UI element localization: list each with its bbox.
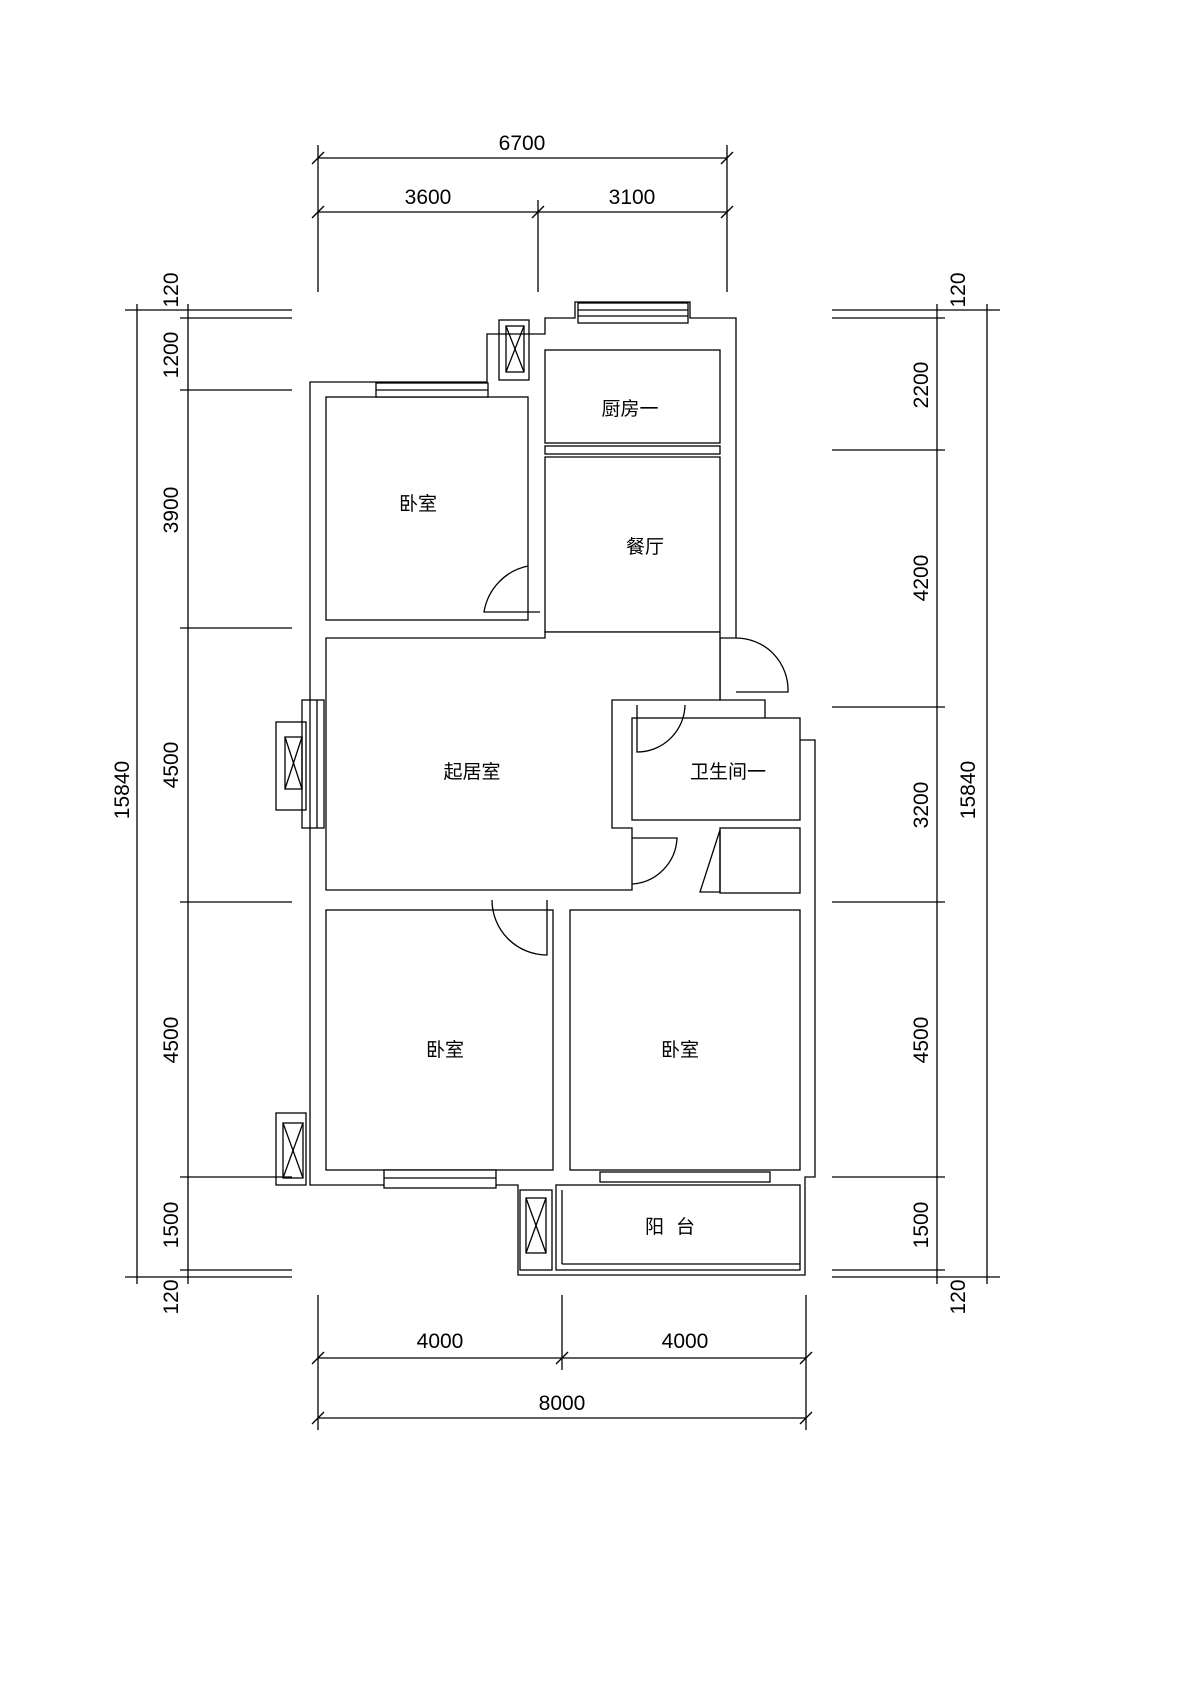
dim-left-top-wall: 120 (160, 272, 183, 307)
windows (301, 302, 771, 1189)
dim-left-3: 4500 (160, 742, 183, 789)
wall-bathroom (631, 717, 801, 821)
dim-right-bottom-wall: 120 (947, 1279, 970, 1314)
dim-bottom-total: 8000 (539, 1392, 586, 1415)
dim-top-right: 3100 (609, 186, 656, 209)
walls (309, 301, 816, 1276)
room-label-bedroom-se: 卧室 (661, 1039, 699, 1061)
wall-bedroom-sw (325, 909, 554, 1171)
dim-top-total: 6700 (499, 132, 546, 155)
dim-right-1: 2200 (910, 362, 933, 409)
dim-left-bottom-wall: 120 (160, 1279, 183, 1314)
dim-left-total: 15840 (111, 761, 134, 819)
wall-living (325, 631, 721, 891)
dim-bottom-left: 4000 (417, 1330, 464, 1353)
dim-left-1: 1200 (160, 332, 183, 379)
bottom-dimensions: 4000 4000 8000 (311, 1295, 813, 1430)
room-label-living: 起居室 (443, 761, 500, 783)
room-label-dining: 餐厅 (626, 536, 664, 558)
room-label-bedroom-nw: 卧室 (399, 493, 437, 515)
dim-left-5: 1500 (160, 1202, 183, 1249)
ac-units (275, 319, 553, 1271)
room-label-balcony: 阳 台 (645, 1216, 695, 1238)
wall-storage (719, 827, 801, 894)
room-label-kitchen: 厨房一 (601, 398, 658, 420)
dim-left-4: 4500 (160, 1017, 183, 1064)
dim-left-2: 3900 (160, 487, 183, 534)
dim-bottom-right: 4000 (662, 1330, 709, 1353)
dim-right-top-wall: 120 (947, 272, 970, 307)
right-dimensions: 120 2200 4200 3200 4500 1500 120 15840 (832, 272, 1000, 1315)
dim-top-left: 3600 (405, 186, 452, 209)
dim-right-2: 4200 (910, 555, 933, 602)
wall-kitchen (544, 349, 721, 444)
doors (483, 565, 789, 956)
room-label-bedroom-sw: 卧室 (426, 1039, 464, 1061)
dim-right-3: 3200 (910, 782, 933, 829)
wall-bedroom-se (569, 909, 801, 1171)
wall-balcony (555, 1184, 801, 1271)
left-dimensions: 120 1200 3900 4500 4500 1500 120 15840 (111, 272, 292, 1315)
dim-right-4: 4500 (910, 1017, 933, 1064)
dim-right-5: 1500 (910, 1202, 933, 1249)
top-dimensions: 6700 3600 3100 (311, 132, 734, 292)
dim-right-total: 15840 (957, 761, 980, 819)
room-label-bathroom: 卫生间一 (690, 761, 766, 783)
